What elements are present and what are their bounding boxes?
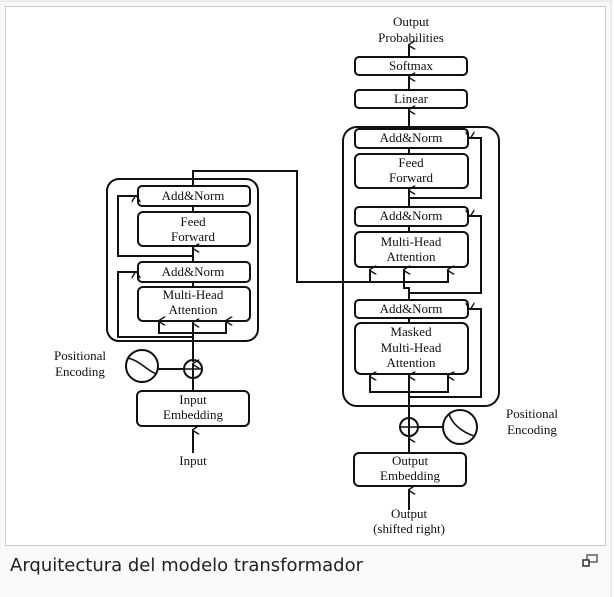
decoder-add-norm-1-label: Add&Norm bbox=[380, 301, 443, 316]
decoder-attention-label-1: Multi-Head bbox=[381, 234, 442, 249]
output-probabilities-label-2: Probabilities bbox=[378, 30, 444, 45]
linear-label: Linear bbox=[394, 91, 429, 106]
decoder-attention-label-2: Attention bbox=[386, 249, 436, 264]
encoder-attention-label-2: Attention bbox=[168, 302, 218, 317]
decoder-output-label-2: (shifted right) bbox=[373, 521, 445, 536]
encoder-embedding-label-2: Embedding bbox=[163, 407, 223, 422]
decoder-embedding-label-2: Embedding bbox=[380, 468, 440, 483]
encoder-embedding-label-1: Input bbox=[179, 392, 207, 407]
encoder-add-norm-1-label: Add&Norm bbox=[162, 264, 225, 279]
figure-image-frame[interactable] bbox=[5, 6, 606, 546]
encoder-positional-encoding-icon bbox=[125, 349, 159, 383]
decoder-add-norm-2-label: Add&Norm bbox=[380, 208, 443, 223]
encoder-block-outline bbox=[106, 178, 259, 342]
figure-caption: Arquitectura del modelo transformador bbox=[10, 555, 363, 576]
encoder-feed-forward-label-2: Forward bbox=[171, 229, 216, 244]
decoder-positional-label-1: Positional bbox=[506, 406, 558, 421]
encoder-feed-forward-label-1: Feed bbox=[180, 214, 206, 229]
softmax-label: Softmax bbox=[389, 58, 434, 73]
encoder-input-label: Input bbox=[179, 453, 207, 468]
decoder-block-outline bbox=[342, 126, 500, 407]
decoder-positional-label-2: Encoding bbox=[507, 422, 557, 437]
encoder-attention-label-1: Multi-Head bbox=[163, 287, 224, 302]
decoder-positional-encoding-icon bbox=[442, 409, 478, 445]
decoder-output-label-1: Output bbox=[391, 506, 428, 521]
encoder-positional-label-1: Positional bbox=[54, 348, 106, 363]
encoder-positional-label-2: Encoding bbox=[55, 364, 105, 379]
decoder-masked-attention-label-1: Masked bbox=[390, 324, 432, 339]
magnify-clip-icon[interactable] bbox=[582, 554, 598, 568]
decoder-feed-forward-label-1: Feed bbox=[398, 155, 424, 170]
decoder-embedding-label-1: Output bbox=[392, 453, 429, 468]
decoder-add-norm-3-label: Add&Norm bbox=[380, 130, 443, 145]
decoder-masked-attention-label-2: Multi-Head bbox=[381, 340, 442, 355]
encoder-add-norm-2-label: Add&Norm bbox=[162, 188, 225, 203]
decoder-feed-forward-label-2: Forward bbox=[389, 170, 434, 185]
output-probabilities-label-1: Output bbox=[393, 14, 430, 29]
decoder-attention-box bbox=[354, 231, 469, 268]
decoder-masked-attention-label-3: Attention bbox=[386, 355, 436, 370]
